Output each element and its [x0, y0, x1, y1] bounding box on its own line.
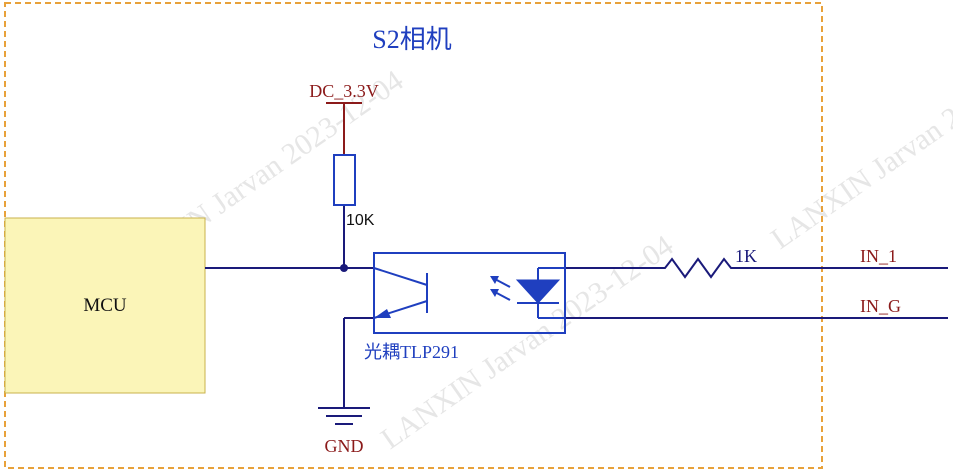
pullup-resistor: [333, 154, 356, 206]
input-1-label: IN_1: [860, 246, 897, 266]
power-symbol: [326, 102, 362, 155]
emitter-arrowhead: [374, 309, 391, 318]
led-triangle: [515, 279, 561, 304]
power-label: DC_3.3V: [309, 81, 379, 101]
mcu-label: MCU: [83, 295, 127, 316]
input-g-label: IN_G: [860, 296, 901, 316]
watermark-text: LANXIN Jarvan 2023-12-04: [765, 29, 953, 256]
series-resistor: [655, 257, 735, 279]
ground-label: GND: [325, 436, 364, 456]
phototransistor-collector: [373, 267, 428, 286]
mcu-block: [4, 217, 206, 394]
watermark: LANXIN Jarvan 2023-12-04 LANXIN Jarvan 2…: [105, 29, 953, 456]
optocoupler-label: 光耦TLP291: [364, 342, 459, 362]
junction-dot: [340, 264, 348, 272]
light-arrowhead-2: [490, 289, 499, 297]
series-resistor-label: 1K: [735, 246, 757, 266]
diagram-title: S2相机: [372, 25, 451, 54]
pullup-resistor-label: 10K: [346, 212, 375, 229]
ground-symbol: [318, 407, 370, 425]
optocoupler-body: [373, 252, 566, 334]
light-arrowhead-1: [490, 276, 499, 284]
